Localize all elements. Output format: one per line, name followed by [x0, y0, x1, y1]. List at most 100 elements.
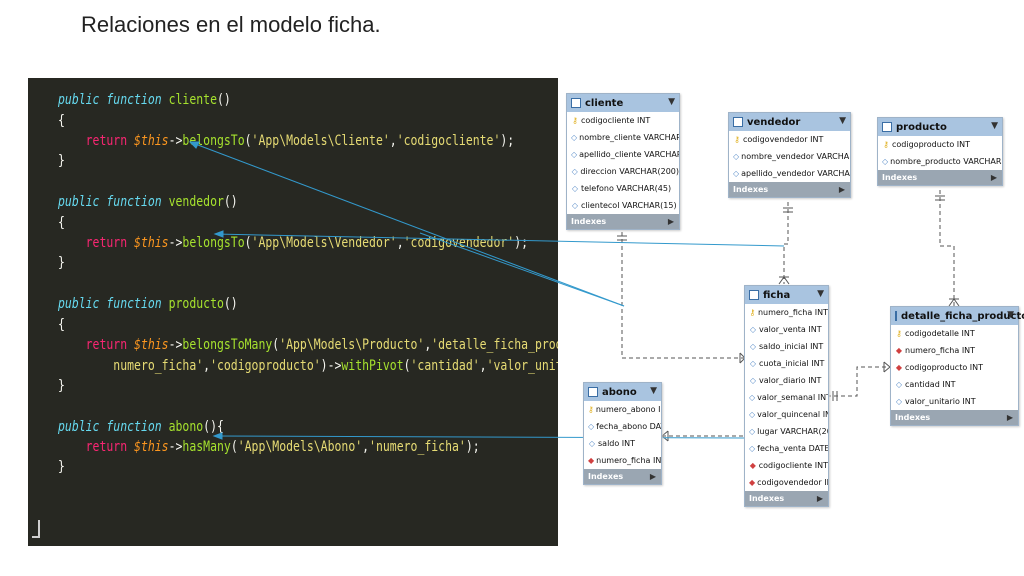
code-token: } — [58, 153, 65, 169]
code-token: -> — [168, 235, 183, 251]
expand-arrow-icon[interactable]: ▶ — [649, 472, 656, 481]
attribute-icon: ◇ — [749, 393, 756, 402]
table-ficha[interactable]: ficha▼⚷numero_ficha INT◇valor_venta INT◇… — [744, 285, 829, 507]
foreign-key-icon: ◆ — [588, 456, 595, 465]
rel-vendedor-ficha — [783, 202, 789, 284]
indexes-bar[interactable]: Indexes▶ — [891, 410, 1018, 425]
attribute-icon: ◇ — [571, 150, 578, 159]
table-header[interactable]: vendedor ▼ — [729, 113, 850, 131]
indexes-bar[interactable]: Indexes ▶ — [729, 182, 850, 197]
collapse-chevron-icon[interactable]: ▼ — [817, 289, 824, 299]
indexes-label: Indexes — [733, 185, 769, 194]
column-label: codigodetalle INT — [905, 329, 975, 338]
expand-arrow-icon[interactable]: ▶ — [838, 185, 845, 194]
code-token: ( — [272, 337, 280, 353]
table-abono[interactable]: abono▼⚷numero_abono INT◇fecha_abono DATE… — [583, 382, 662, 485]
code-token: ( — [244, 133, 252, 149]
table-name: detalle_ficha_producto — [901, 310, 1024, 322]
table-column: ◇cantidad INT — [891, 376, 1018, 393]
column-label: clientecol VARCHAR(15) — [581, 201, 677, 210]
code-token: function — [106, 92, 169, 108]
table-column: ⚷numero_abono INT — [584, 401, 661, 418]
collapse-chevron-icon[interactable]: ▼ — [668, 97, 675, 107]
table-column: ⚷numero_ficha INT — [745, 304, 828, 321]
attribute-icon: ◇ — [588, 422, 595, 431]
table-column: ◇nombre_cliente VARCHAR(45) — [567, 129, 679, 146]
column-label: nombre_cliente VARCHAR(45) — [579, 133, 679, 142]
code-token: { — [58, 317, 65, 333]
expand-arrow-icon[interactable]: ▶ — [990, 173, 997, 182]
code-token: ); — [500, 133, 515, 149]
table-column: ◇apellido_vendedor VARCHAR(45) — [729, 165, 850, 182]
collapse-chevron-icon[interactable]: ▼ — [839, 116, 846, 126]
expand-arrow-icon[interactable]: ▶ — [667, 217, 674, 226]
code-line: } — [58, 459, 65, 475]
code-line: public function cliente() — [58, 92, 231, 108]
code-token: ); — [465, 439, 480, 455]
code-token: belongsToMany — [182, 337, 273, 353]
table-detalle[interactable]: detalle_ficha_producto▼⚷codigodetalle IN… — [890, 306, 1024, 426]
column-label: numero_ficha INT — [905, 346, 976, 355]
code-token: return — [58, 337, 135, 353]
column-label: direccion VARCHAR(200) — [580, 167, 679, 176]
table-icon — [882, 122, 892, 132]
collapse-chevron-icon[interactable]: ▼ — [991, 121, 998, 131]
column-label: codigovendedor INT — [757, 478, 828, 487]
table-name: cliente — [585, 97, 624, 109]
table-icon — [571, 98, 581, 108]
table-column: ◆numero_ficha INT — [891, 342, 1018, 359]
code-line: public function vendedor() — [58, 194, 238, 210]
table-vendedor[interactable]: vendedor▼⚷codigovendedor INT◇nombre_vend… — [728, 112, 851, 198]
code-token: , — [203, 358, 211, 374]
attribute-icon: ◇ — [571, 184, 579, 193]
expand-arrow-icon[interactable]: ▶ — [1006, 413, 1013, 422]
code-token: 'codigocliente' — [396, 133, 501, 149]
key-icon: ⚷ — [749, 308, 756, 317]
table-name: vendedor — [747, 116, 801, 128]
column-label: codigocliente INT — [758, 461, 828, 470]
key-icon: ⚷ — [734, 135, 740, 144]
column-label: fecha_venta DATE — [757, 444, 828, 453]
indexes-label: Indexes — [749, 494, 785, 503]
indexes-bar[interactable]: Indexes▶ — [567, 214, 679, 229]
code-token: } — [58, 255, 65, 271]
table-header[interactable]: cliente ▼ — [567, 94, 679, 112]
code-token: -> — [168, 337, 183, 353]
indexes-bar[interactable]: Indexes ▶ — [584, 469, 661, 484]
code-line: public function abono(){ — [58, 419, 224, 435]
table-column: ◇lugar VARCHAR(200) — [745, 423, 828, 440]
table-header[interactable]: ficha ▼ — [745, 286, 828, 304]
table-column: ◇apellido_cliente VARCHAR(45) — [567, 146, 679, 163]
table-column: ◇fecha_venta DATE — [745, 440, 828, 457]
code-token: ( — [403, 358, 411, 374]
code-token: $this — [134, 337, 169, 353]
column-label: codigoproducto INT — [892, 140, 971, 149]
column-label: telefono VARCHAR(45) — [581, 184, 672, 193]
table-name: ficha — [763, 289, 791, 301]
code-token: , — [389, 133, 397, 149]
collapse-chevron-icon[interactable]: ▼ — [650, 386, 657, 396]
table-header[interactable]: detalle_ficha_producto▼ — [891, 307, 1024, 325]
code-token: producto — [168, 296, 224, 312]
table-producto[interactable]: producto▼⚷codigoproducto INT◇nombre_prod… — [877, 117, 1003, 186]
indexes-label: Indexes — [588, 472, 624, 481]
table-cliente[interactable]: cliente▼⚷codigocliente INT◇nombre_client… — [566, 93, 680, 230]
table-icon — [588, 387, 598, 397]
attribute-icon: ◇ — [882, 157, 889, 166]
code-token: () — [216, 92, 231, 108]
collapse-chevron-icon[interactable]: ▼ — [1007, 310, 1014, 320]
expand-arrow-icon[interactable]: ▶ — [816, 494, 823, 503]
table-header[interactable]: abono▼ — [584, 383, 661, 401]
column-label: numero_ficha INT — [596, 456, 661, 465]
table-header[interactable]: producto▼ — [878, 118, 1002, 136]
indexes-bar[interactable]: Indexes▶ — [878, 170, 1002, 185]
code-token: public — [58, 296, 107, 312]
table-column: ◇cuota_inicial INT — [745, 355, 828, 372]
code-token: ( — [230, 439, 238, 455]
indexes-bar[interactable]: Indexes ▶ — [745, 491, 828, 506]
column-label: apellido_vendedor VARCHAR(45) — [741, 169, 850, 178]
table-column: ◆codigovendedor INT — [745, 474, 828, 491]
attribute-icon: ◇ — [733, 152, 740, 161]
column-label: codigoproducto INT — [905, 363, 984, 372]
table-icon — [749, 290, 759, 300]
